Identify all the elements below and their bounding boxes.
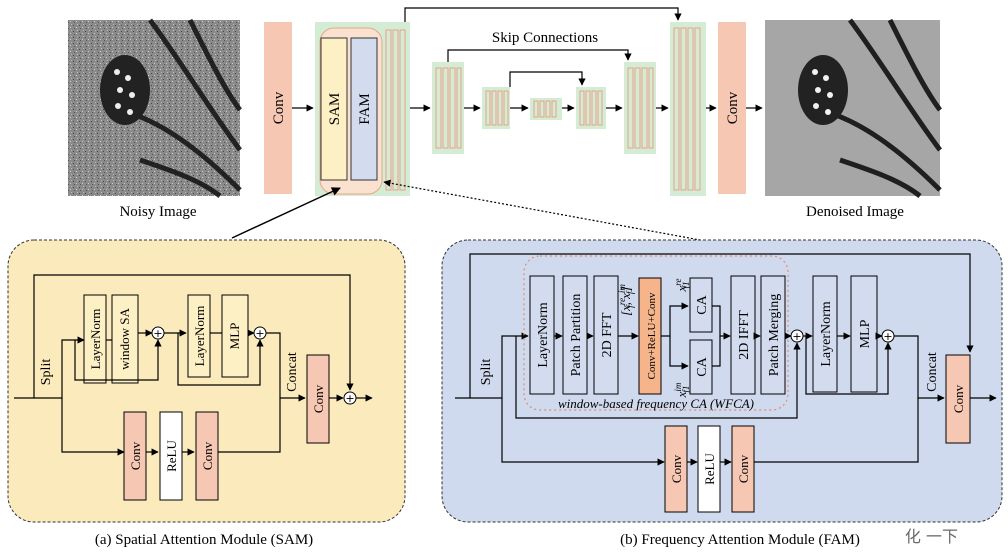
- fam-to-ca2: [669, 336, 689, 370]
- fam-label: FAM: [357, 93, 373, 124]
- sam-window-sa: [111, 294, 139, 384]
- fam-patch-partition-label: Patch Partition: [569, 294, 584, 377]
- fam-expand-arrow: [383, 179, 701, 241]
- fam-ifft-label: 2D IFFT: [737, 310, 752, 360]
- fam-concat-label: Concat: [925, 352, 940, 392]
- denoised-image-label: Denoised Image: [806, 204, 904, 220]
- fam-patch-partition: [562, 275, 588, 395]
- fam-layernorm-1: [529, 275, 555, 395]
- fam-layernorm-1-label: LayerNorm: [536, 302, 551, 367]
- fam-add-2-symbol: +: [883, 330, 892, 343]
- sam-layernorm-2: [187, 294, 211, 378]
- sam-residual-2: [177, 333, 264, 386]
- fam-conv-a-label: Conv: [669, 454, 684, 483]
- fam-conv-concat: [945, 354, 971, 444]
- conv-in-label: Conv: [271, 91, 287, 124]
- sam-add-1-symbol: +: [153, 327, 162, 340]
- sam-conv-b: [195, 411, 219, 501]
- fam-outer-residual: [469, 253, 974, 398]
- sam-layernorm-1-label: LayerNorm: [88, 309, 103, 370]
- sam-add-2-symbol: +: [255, 327, 264, 340]
- fam-to-ca1: [661, 302, 689, 337]
- fam-block: [350, 37, 378, 181]
- fam-fft-label: 2D FFT: [600, 312, 615, 357]
- sam-residual-1: [74, 339, 162, 381]
- fam-fft: [593, 275, 619, 395]
- wfca-container: [523, 255, 789, 411]
- sam-window-sa-label: window SA: [117, 308, 132, 370]
- sam-label: SAM: [327, 93, 343, 126]
- fam-mlp-label: MLP: [858, 319, 873, 348]
- fam-branch-bottom: [501, 398, 665, 466]
- skip-connection-inner: [509, 71, 586, 87]
- sam-conv-a-label: Conv: [128, 441, 143, 470]
- wfca-label: window-based frequency CA (WFCA): [558, 396, 754, 411]
- skip-connection-middle: [447, 49, 632, 62]
- fam-ca-1-label: CA: [695, 294, 710, 314]
- fam-relu: [697, 425, 721, 513]
- fam-layernorm-2-label: LayerNorm: [819, 301, 834, 366]
- fam-mlp: [850, 275, 878, 393]
- fam-conv-relu-conv-label: Conv+ReLU+Conv: [646, 292, 658, 379]
- fam-residual-2: [805, 336, 892, 395]
- sam-relu-label: ReLU: [164, 440, 179, 472]
- fam-conv-b-label: Conv: [736, 454, 751, 483]
- sam-add2-to-concat: [266, 332, 306, 402]
- sam-layernorm-2-label: LayerNorm: [192, 306, 207, 367]
- encoder-block-1-stripes: [385, 29, 406, 191]
- fam-caption: (b) Frequency Attention Module (FAM): [620, 532, 860, 548]
- fam-patch-merging: [760, 275, 786, 395]
- sam-conv-concat-label: Conv: [311, 384, 326, 413]
- sam-branch-bottom: [61, 398, 125, 456]
- sam-branch-top: [40, 336, 85, 399]
- sam-conv-a: [123, 411, 147, 501]
- sam-expand-arrow: [231, 187, 341, 239]
- sam-caption: (a) Spatial Attention Module (SAM): [95, 532, 313, 548]
- fam-ca-2: [689, 339, 713, 395]
- fam-conv-a: [664, 425, 688, 513]
- fam-residual-1: [515, 336, 801, 419]
- sam-add-out-symbol: +: [345, 392, 354, 405]
- fam-relu-label: ReLU: [702, 453, 717, 485]
- noisy-image-label: Noisy Image: [119, 204, 196, 220]
- fam-ifft: [730, 275, 756, 395]
- sam-outer-residual: [33, 274, 354, 398]
- conv-out-label: Conv: [725, 91, 741, 124]
- fam-conv-b: [731, 425, 755, 513]
- fam-split-label: Split: [479, 359, 494, 386]
- sam-mlp-label: MLP: [227, 323, 242, 350]
- fam-patch-merging-label: Patch Merging: [767, 294, 782, 377]
- sam-layernorm-1: [83, 294, 107, 384]
- fam-ca-2-label: CA: [695, 356, 710, 376]
- sam-conv-b-label: Conv: [200, 441, 215, 470]
- fam-ca1-to-ifft: [712, 305, 731, 340]
- fam-xf1-re-label: xref1: [673, 279, 691, 293]
- fam-convb-to-concat: [754, 398, 919, 463]
- sam-convb-to-concat: [218, 398, 281, 453]
- sam-mlp: [221, 294, 249, 378]
- conv-in-block: [264, 22, 292, 194]
- denoised-image: [765, 18, 943, 198]
- sam-split-label: Split: [39, 359, 54, 386]
- fam-layernorm-2: [812, 275, 838, 393]
- skip-connections-label: Skip Connections: [492, 30, 598, 46]
- fam-branch-top: [478, 332, 529, 399]
- fam-add-1-symbol: +: [792, 330, 801, 343]
- sam-block: [320, 37, 348, 181]
- fam-fft-output-label: [xref, ximf]: [617, 284, 635, 316]
- decoder-block-3: [576, 87, 606, 129]
- skip-connection-outer: [404, 7, 682, 22]
- fam-ca2-to-ifft: [712, 336, 721, 367]
- watermark-text: 化 一下: [904, 527, 958, 546]
- fam-ca-1: [689, 277, 713, 333]
- fam-xf1-im-label: ximf1: [673, 382, 691, 398]
- conv-out-block: [718, 22, 746, 194]
- sam-concat-label: Concat: [285, 352, 300, 392]
- noisy-image: [68, 18, 243, 198]
- fam-add2-to-concat: [894, 335, 945, 402]
- fam-conv-concat-label: Conv: [951, 384, 966, 413]
- sam-relu: [159, 411, 183, 501]
- sam-conv-concat: [306, 354, 330, 444]
